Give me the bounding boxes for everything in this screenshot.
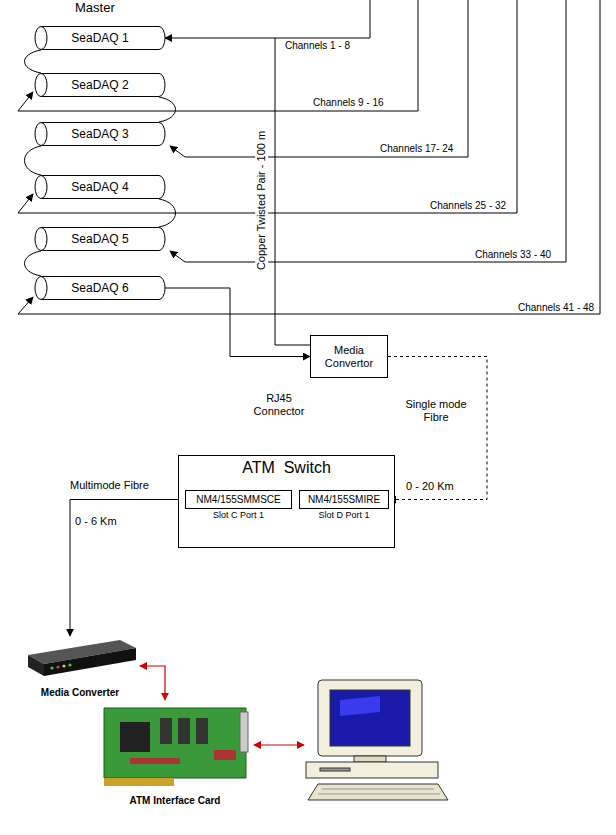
link-cable xyxy=(140,666,165,700)
port-module-box: NM4/155SMMSCESlot C Port 1 xyxy=(185,490,292,509)
node-label: ATM Interface Card xyxy=(98,795,252,806)
node-label: ATM Switch xyxy=(179,459,394,477)
link-cable xyxy=(165,288,310,357)
seadaq-cylinder: SeaDAQ 2 xyxy=(35,73,165,97)
channel-label: Channels 17- 24 xyxy=(380,143,453,155)
slot-label: Slot C Port 1 xyxy=(186,510,291,520)
port-module-box: NM4/155SMIRESlot D Port 1 xyxy=(299,490,389,509)
channel-label: Channels 25 - 32 xyxy=(430,200,506,212)
channel-line xyxy=(275,0,370,38)
channel-line xyxy=(170,0,566,262)
channel-label: Channels 9 - 16 xyxy=(313,97,384,109)
node-label: SeaDAQ 1 xyxy=(71,31,128,45)
node-label: SeaDAQ 2 xyxy=(71,78,128,92)
edge-label: Copper Twisted Pair - 100 m xyxy=(255,128,268,271)
distance-label: 0 - 6 Km xyxy=(75,515,117,528)
seadaq-cylinder: SeaDAQ 6 xyxy=(35,276,165,300)
atm-interface-card: ATM Interface Card xyxy=(98,700,252,806)
interface-card-icon xyxy=(104,708,248,786)
node-label: Media Convertor xyxy=(311,344,387,370)
distance-label: 0 - 20 Km xyxy=(406,480,454,493)
node-label: NM4/155SMIRE xyxy=(308,494,380,505)
node-label: NM4/155SMMSCE xyxy=(196,494,280,505)
chain-cable xyxy=(159,97,176,122)
computer-link xyxy=(254,744,304,745)
chain-cable xyxy=(25,251,42,276)
link-cable xyxy=(388,357,487,500)
link-cable xyxy=(70,500,185,637)
seadaq-cylinder: SeaDAQ 1 xyxy=(35,26,165,50)
atm-switch-box: ATM SwitchNM4/155SMMSCESlot C Port 1NM4/… xyxy=(178,455,395,548)
seadaq-cylinder: SeaDAQ 5 xyxy=(35,227,165,251)
edge-label: Multimode Fibre xyxy=(68,479,151,492)
channel-line xyxy=(18,0,418,111)
slot-label: Slot D Port 1 xyxy=(300,510,388,520)
node-label: Media Converter xyxy=(20,687,140,698)
channel-line xyxy=(18,0,600,314)
seadaq-cylinder: SeaDAQ 4 xyxy=(35,175,165,199)
node-label: SeaDAQ 4 xyxy=(71,180,128,194)
node-label: SeaDAQ 5 xyxy=(71,232,128,246)
chain-cable xyxy=(25,50,42,73)
channel-line xyxy=(170,0,468,157)
link-cable xyxy=(165,38,310,345)
node-label: SeaDAQ 3 xyxy=(71,127,128,141)
media-convertor-box: Media Convertor xyxy=(310,335,388,378)
connector-label: RJ45 Connector xyxy=(250,392,308,418)
computer-icon xyxy=(306,680,448,800)
channel-label: Channels 1 - 8 xyxy=(285,40,350,52)
seadaq-cylinder: SeaDAQ 3 xyxy=(35,122,165,146)
chain-cable xyxy=(25,146,42,175)
edge-label: Single mode Fibre xyxy=(395,398,477,424)
node-label: SeaDAQ 6 xyxy=(71,281,128,295)
chain-cable xyxy=(159,199,176,227)
channel-label: Channels 41 - 48 xyxy=(518,302,594,314)
role-label: Master xyxy=(75,0,115,15)
media-converter: Media Converter xyxy=(20,636,140,698)
media-converter-icon xyxy=(28,640,136,676)
channel-label: Channels 33 - 40 xyxy=(475,249,551,261)
